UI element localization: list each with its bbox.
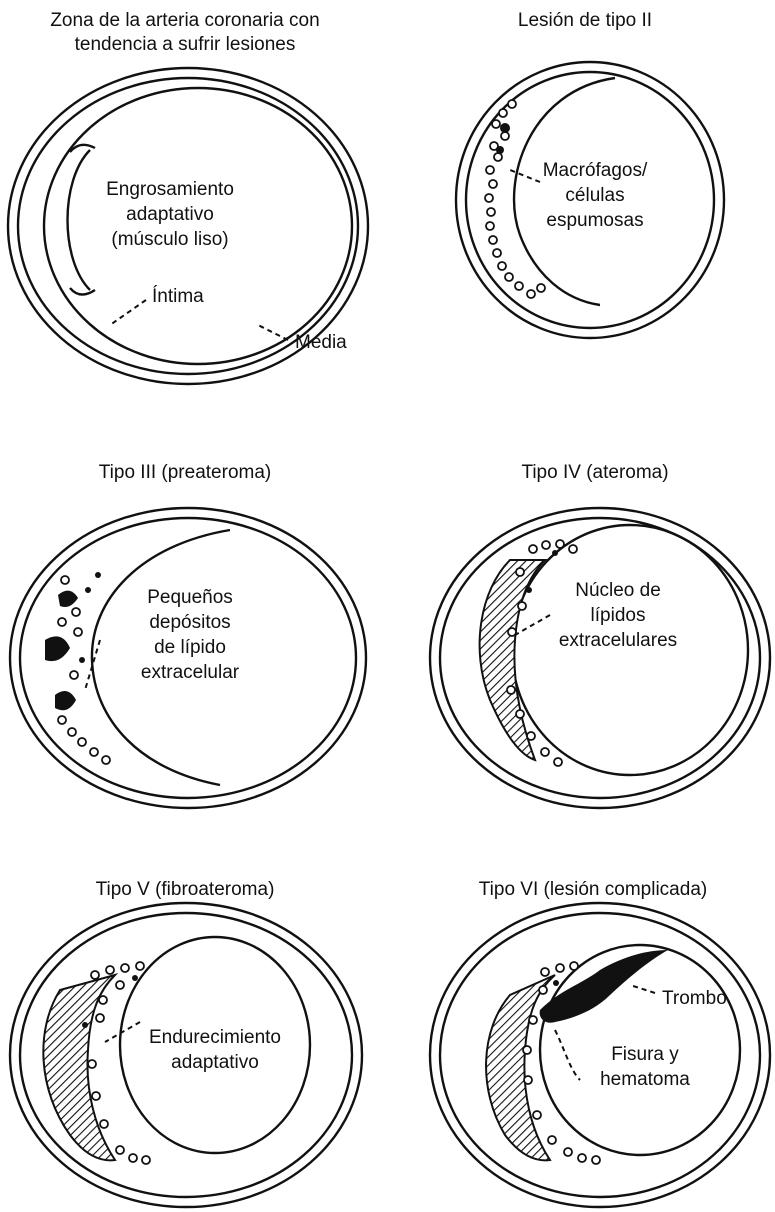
panel-1-intima-pointer [110,300,146,325]
panel-6-plaque-core [486,975,555,1160]
panel-3-label-line-4: extracelular [141,662,240,683]
panel-5-label-line-2: adaptativo [171,1052,259,1073]
panel-6-label-line-2: hematoma [600,1069,690,1090]
panel-2-label-line-1: Macrófagos/ [543,160,648,181]
panel-3-label-line-2: depósitos [149,612,230,633]
panel-coronary-zone: Zona de la arteria coronaria con tendenc… [8,10,368,384]
panel-1-media-label: Media [295,332,347,353]
panel-3-label-line-3: de lípido [154,637,226,658]
panel-type-v: Tipo V (fibroateroma) Endurecimiento ada… [10,879,362,1207]
panel-3-lipid-deposits [45,572,110,764]
panel-3-title: Tipo III (preateroma) [99,462,271,483]
panel-3-outer-wall [10,508,366,808]
panel-4-lipid-core [480,560,545,760]
panel-1-media-layer [18,78,358,374]
panel-1-label-line-1: Engrosamiento [106,179,234,200]
panel-type-iv: Tipo IV (ateroma) Núcleo de lípidos extr… [430,462,770,808]
panel-6-title: Tipo VI (lesión complicada) [479,879,707,900]
panel-4-label-line-3: extracelulares [559,630,677,651]
panel-1-thickening-bracket [68,150,91,290]
panel-5-label-line-1: Endurecimiento [149,1027,281,1048]
panel-type-vi: Tipo VI (lesión complicada) Trombo Fisur… [430,879,770,1207]
panel-3-label-line-1: Pequeños [147,587,233,608]
panel-3-media-layer [20,518,356,798]
panel-1-title-line-2: tendencia a sufrir lesiones [75,34,296,55]
panel-4-label-line-2: lípidos [591,605,646,626]
panel-1-label-line-2: adaptativo [126,204,214,225]
panel-type-iii: Tipo III (preateroma) Pequeños depósitos… [10,462,366,808]
panel-6-thrombus-pointer [630,985,655,993]
panel-4-pointer [515,615,550,635]
panel-5-title: Tipo V (fibroateroma) [96,879,275,900]
panel-6-thrombus-label: Trombo [662,988,727,1009]
panel-4-title: Tipo IV (ateroma) [521,462,668,483]
panel-6-label-line-1: Fisura y [611,1044,679,1065]
panel-1-intima-lumen [44,88,352,364]
panel-2-label-line-3: espumosas [546,210,643,231]
panel-6-thrombus [540,950,668,1023]
panel-1-title-line-1: Zona de la arteria coronaria con [50,10,319,31]
panel-type-ii: Lesión de tipo II Macrófagos [456,10,724,338]
panel-6-fissure-pointer [555,1030,580,1080]
panel-2-title: Lesión de tipo II [518,10,652,31]
panel-1-label-line-3: (músculo liso) [111,229,228,250]
panel-1-media-pointer [258,325,288,340]
panel-1-intima-label: Íntima [152,286,204,307]
panel-2-label-line-2: células [565,185,624,206]
panel-4-label-line-1: Núcleo de [575,580,661,601]
